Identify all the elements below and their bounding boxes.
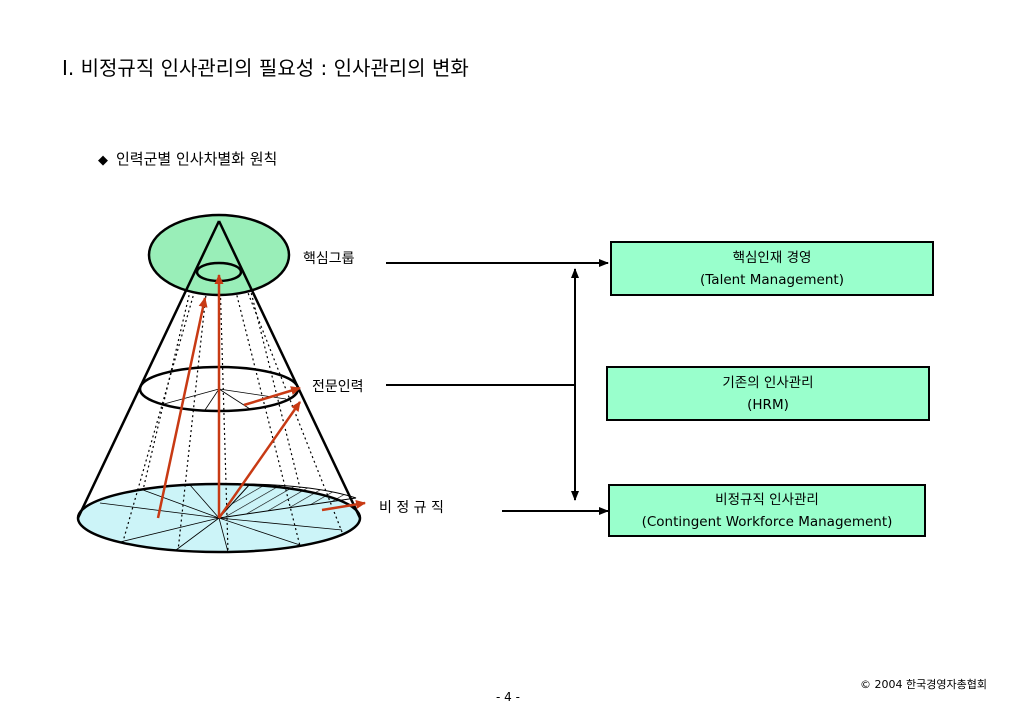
copyright-text: © 2004 한국경영자총협회 xyxy=(860,678,987,691)
box-talent-management: 핵심인재 경영 (Talent Management) xyxy=(610,241,934,296)
diamond-bullet-icon: ◆ xyxy=(98,153,108,168)
cone-outline xyxy=(76,220,362,519)
page-title: Ⅰ. 비정규직 인사관리의 필요성 : 인사관리의 변화 xyxy=(62,56,469,80)
box-talent-title: 핵심인재 경영 xyxy=(732,249,812,266)
layer-label-core: 핵심그룹 xyxy=(303,251,355,267)
section-subtitle: ◆ 인력군별 인사차별화 원칙 xyxy=(98,148,277,169)
cone-dotted-lines xyxy=(121,263,343,553)
page-number: - 4 - xyxy=(496,690,520,704)
subtitle-text: 인력군별 인사차별화 원칙 xyxy=(116,150,278,168)
layer-label-professional: 전문인력 xyxy=(312,379,364,395)
box-contingent-subtitle: (Contingent Workforce Management) xyxy=(641,513,893,530)
box-hrm-subtitle: (HRM) xyxy=(747,396,789,413)
box-hrm: 기존의 인사관리 (HRM) xyxy=(606,366,930,421)
box-contingent-title: 비정규직 인사관리 xyxy=(715,491,819,508)
box-hrm-title: 기존의 인사관리 xyxy=(722,374,814,391)
box-contingent-workforce: 비정규직 인사관리 (Contingent Workforce Manageme… xyxy=(608,484,926,537)
hatched-segment xyxy=(219,484,356,518)
box-talent-subtitle: (Talent Management) xyxy=(700,271,844,288)
connector-arrows xyxy=(386,259,609,515)
red-arrows xyxy=(156,274,366,519)
layer-label-contingent: 비 정 규 직 xyxy=(379,500,444,516)
